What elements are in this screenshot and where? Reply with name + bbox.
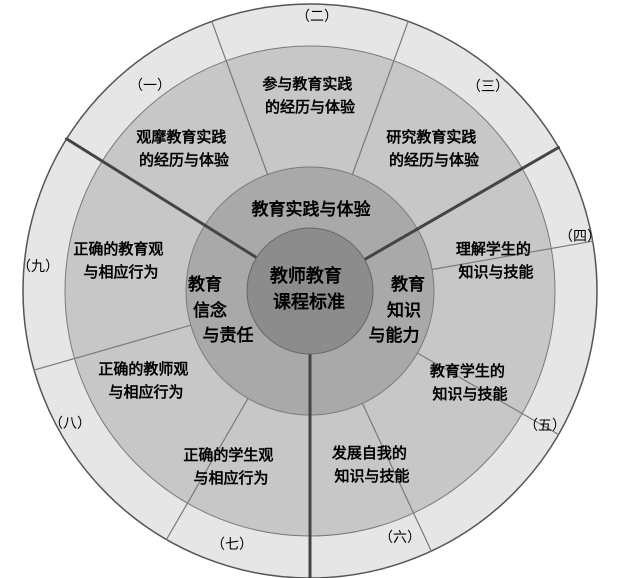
center-line: 教师教育: [270, 265, 342, 287]
segment-number-8: （八）: [49, 416, 91, 432]
segment-2-line: 的经历与体验: [265, 98, 356, 116]
segment-6-line: 发展自我的: [331, 444, 407, 462]
domain-divider-line: [65, 137, 259, 260]
segment-8-line: 正确的教师观: [98, 360, 188, 378]
segment-label-7: 正确的学生观 与相应行为: [183, 446, 278, 487]
labels: 教师教育 课程标准 教育实践与体验 教育 知识 与能力 教育 信念 与责任 观摩…: [17, 9, 601, 553]
segment-label-9: 正确的教育观 与相应行为: [73, 240, 168, 281]
segment-9-line: 正确的教育观: [73, 240, 163, 258]
domain-label-belief: 教育 信念 与责任: [187, 274, 253, 346]
center-label: 教师教育 课程标准: [270, 265, 348, 313]
domain-belief-line: 与责任: [203, 325, 254, 346]
segment-number-6: （六）: [379, 530, 421, 546]
domain-belief-line: 教育: [187, 274, 222, 295]
domain-divider-line: [363, 146, 560, 261]
segment-label-3: 研究教育实践 的经历与体验: [386, 128, 481, 169]
segment-number-4: （四）: [559, 229, 601, 245]
domain-knowledge-line: 教育: [390, 274, 425, 295]
segment-label-2: 参与教育实践 的经历与体验: [262, 75, 357, 116]
domain-label-knowledge: 教育 知识 与能力: [369, 274, 431, 346]
segment-label-6: 发展自我的 知识与技能: [331, 444, 412, 485]
segment-number-1: （一）: [129, 78, 171, 94]
segment-1-line: 观摩教育实践: [136, 128, 226, 146]
segment-separator-line: [33, 324, 192, 371]
segment-5-line: 教育学生的: [429, 362, 505, 380]
segment-label-5: 教育学生的 知识与技能: [429, 362, 510, 403]
center-line: 课程标准: [273, 291, 345, 313]
domain-belief-line: 信念: [193, 300, 227, 321]
segment-number-7: （七）: [211, 537, 253, 553]
center-hub: [246, 227, 374, 355]
segment-7-line: 正确的学生观: [183, 446, 273, 464]
segment-8-line: 与相应行为: [108, 383, 183, 401]
domain-knowledge-line: 知识: [386, 300, 421, 321]
segment-3-line: 研究教育实践: [386, 128, 476, 146]
segment-1-line: 的经历与体验: [139, 151, 230, 169]
segment-number-3: （三）: [467, 79, 509, 95]
segment-5-line: 知识与技能: [432, 385, 507, 403]
segment-separator-line: [165, 397, 249, 541]
domain-label-practice: 教育实践与体验: [251, 199, 372, 220]
segment-number-9: （九）: [17, 259, 59, 275]
segment-number-2: （二）: [296, 9, 338, 25]
segment-7-line: 与相应行为: [193, 469, 268, 487]
segment-separator-line: [361, 402, 432, 552]
domain-practice-line: 教育实践与体验: [251, 199, 372, 220]
segment-4-line: 知识与技能: [458, 263, 533, 281]
segment-separator-line: [416, 352, 560, 436]
domain-dividers: [65, 137, 560, 578]
domain-knowledge-line: 与能力: [369, 325, 420, 346]
segment-3-line: 的经历与体验: [389, 151, 480, 169]
segment-label-8: 正确的教师观 与相应行为: [98, 360, 193, 401]
segment-number-5: （五）: [524, 418, 566, 434]
segment-separator-line: [211, 20, 269, 176]
segment-9-line: 与相应行为: [83, 263, 158, 281]
segment-2-line: 参与教育实践: [262, 75, 352, 93]
segment-4-line: 理解学生的: [456, 240, 531, 258]
segment-separator-line: [431, 240, 594, 271]
segment-separator-line: [351, 20, 409, 176]
segment-6-line: 知识与技能: [334, 467, 409, 485]
segment-separators: [33, 20, 594, 552]
segment-label-4: 理解学生的 知识与技能: [456, 240, 536, 281]
segment-label-1: 观摩教育实践 的经历与体验: [136, 128, 231, 169]
